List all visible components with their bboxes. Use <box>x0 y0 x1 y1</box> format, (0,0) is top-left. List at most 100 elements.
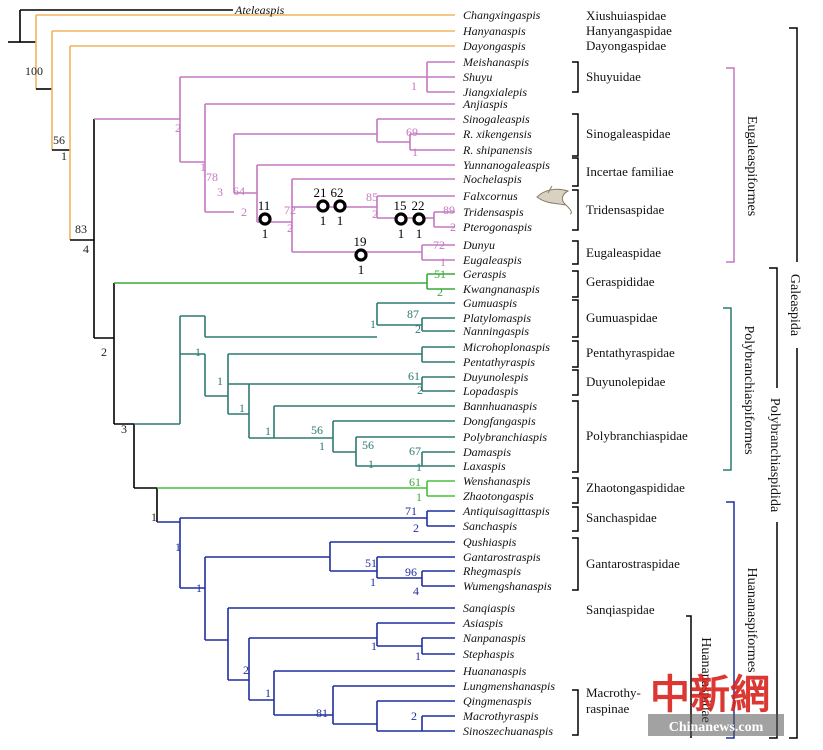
node-support: 2 <box>175 121 181 135</box>
eugaleaspiformes-label: Eugaleaspiformes <box>744 116 759 216</box>
taxon-label: Meishanaspis <box>462 55 529 69</box>
taxon-label: Falxcornus <box>462 189 518 203</box>
taxon-label: Huananaspis <box>462 664 527 678</box>
branch <box>134 354 181 425</box>
taxon-label: Antiquisagittaspis <box>462 504 550 518</box>
label-gap <box>768 388 784 522</box>
node-support: 1 <box>416 490 422 504</box>
node-support: 64 <box>233 184 245 198</box>
taxon-label: Hanyanaspis <box>462 24 526 38</box>
pentathyraspidae-branches <box>227 346 455 414</box>
chinanews-logo: 中新網 <box>650 672 770 717</box>
taxon-label: Rhegmaspis <box>462 564 521 578</box>
node-support: 51 <box>434 267 446 281</box>
taxon-label: Laxaspis <box>462 459 506 473</box>
taxon-label: Damaspis <box>462 445 511 459</box>
synapomorphy-marker <box>412 212 426 226</box>
taxon-label: Geraspis <box>463 267 507 281</box>
node-support: 1 <box>370 575 376 589</box>
node-support: 2 <box>450 220 456 234</box>
gumuaspidae-branches <box>204 302 455 338</box>
node-support: 1 <box>196 581 202 595</box>
galeaspida-label: Galeaspida <box>787 274 802 337</box>
taxon-label: Tridensaspis <box>463 205 524 219</box>
huananaspiformes-bracket <box>726 501 735 739</box>
family-bracket <box>572 400 579 473</box>
taxon-label: Dongfangaspis <box>462 414 536 428</box>
branch <box>274 685 455 725</box>
branch <box>134 487 158 522</box>
family-label: raspinae <box>586 701 630 716</box>
character-state: 1 <box>337 213 344 228</box>
taxon-label: Eugaleaspis <box>462 253 522 267</box>
chinanews-site: Chinanews.com <box>669 720 764 735</box>
taxon-label: Wenshanaspis <box>463 474 531 488</box>
branch <box>179 315 205 355</box>
falxcornus-fossil-icon <box>536 185 572 215</box>
ateleaspis-branch <box>19 9 233 42</box>
geraspididae-branches <box>114 273 455 290</box>
taxon-label: Lopadaspis <box>462 384 519 398</box>
branch <box>332 420 455 453</box>
branch <box>233 133 377 194</box>
family-bracket <box>572 189 579 231</box>
family-label: Duyunolepidae <box>586 374 666 389</box>
family-label: Sanqiaspidae <box>586 602 655 617</box>
node-support: 2 <box>287 221 293 235</box>
taxon-label: Nanningaspis <box>462 324 529 338</box>
taxon-label: Dayongaspis <box>462 39 526 53</box>
synapomorphy-marker <box>333 199 347 213</box>
family-bracket <box>572 477 579 504</box>
duyunolepidae-branches <box>228 376 455 392</box>
character-state: 1 <box>320 213 327 228</box>
taxon-label: Nanpanaspis <box>462 631 526 645</box>
taxon-label: R. xikengensis <box>462 127 532 141</box>
taxon-label: Ateleaspis <box>234 3 285 17</box>
node-support: 96 <box>405 565 417 579</box>
branch <box>228 384 274 439</box>
node-support: 89 <box>443 203 455 217</box>
taxon-label: Anjiaspis <box>462 97 508 111</box>
asiaspis-group-branches <box>249 622 455 655</box>
family-bracket <box>572 537 579 591</box>
node-support: 69 <box>406 125 418 139</box>
taxon-label: Yunnanogaleaspis <box>463 158 550 172</box>
node-support: 100 <box>25 64 43 78</box>
taxon-label: Bannhuanaspis <box>463 399 537 413</box>
galeaspida-bracket <box>789 27 798 739</box>
node-support: 2 <box>413 521 419 535</box>
taxon-label: Sanchaspis <box>463 519 517 533</box>
node-support: 2 <box>101 345 107 359</box>
taxon-label: Sanqiaspis <box>463 601 515 615</box>
huananaspiformes-label: Huananaspiformes <box>744 568 759 673</box>
node-support: 1 <box>319 439 325 453</box>
node-support: 56 <box>53 133 65 147</box>
family-bracket <box>572 506 579 532</box>
taxon-label: Kwangnanaspis <box>462 282 540 296</box>
character-number: 11 <box>258 198 271 213</box>
node-support: 2 <box>415 322 421 336</box>
node-support: 1 <box>239 401 245 415</box>
node-support: 1 <box>175 540 181 554</box>
taxon-label: Qingmenaspis <box>463 694 532 708</box>
node-support: 1 <box>265 686 271 700</box>
huananaspidae-bracket <box>686 615 692 738</box>
node-support: 4 <box>413 584 419 598</box>
node-support: 78 <box>206 170 218 184</box>
polybranchiaspiformes-bracket <box>723 307 732 471</box>
character-number: 21 <box>314 185 327 200</box>
node-support: 1 <box>415 649 421 663</box>
branch <box>157 518 181 588</box>
taxon-label: Changxingaspis <box>463 8 541 22</box>
family-label: Hanyangaspidae <box>586 23 672 38</box>
family-bracket <box>572 340 579 368</box>
polybranchiaspidida-label: Polybranchiaspidida <box>767 398 782 513</box>
dayongaspis-branch <box>69 45 455 240</box>
family-bracket <box>572 157 579 187</box>
node-support: 1 <box>61 149 67 163</box>
node-support: 72 <box>433 238 445 252</box>
family-label: Sinogaleaspidae <box>586 126 671 141</box>
node-support: 4 <box>83 242 89 256</box>
taxon-label: Pterogonaspis <box>462 220 532 234</box>
